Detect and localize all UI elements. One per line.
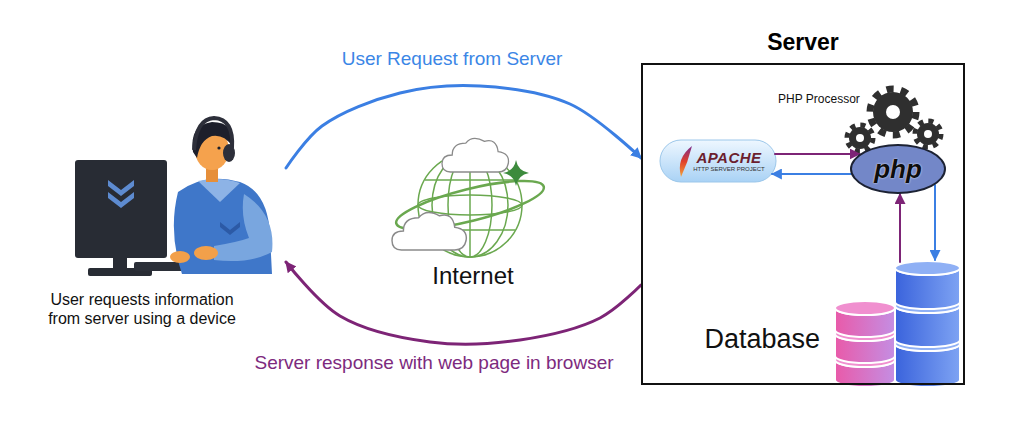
cloud-shape [392, 212, 466, 250]
processor-ellipse: PHP Processorphp [850, 144, 946, 194]
sparkle [503, 160, 529, 186]
database-cylinder [895, 261, 960, 387]
cylinder-top [895, 261, 960, 275]
monitor-logo [108, 180, 134, 208]
cylinder-top [835, 301, 895, 315]
node-label: Database [704, 324, 820, 355]
edge-label: Server response with web page in browser [251, 352, 616, 374]
gear-body [849, 127, 871, 149]
caption-text: User requests information from server us… [34, 290, 250, 328]
cloud [442, 138, 509, 172]
apache-feather [680, 146, 692, 177]
server-box: APACHEHTTP SERVER PROJECTPHP Processorph… [641, 63, 965, 385]
user-figure: User requests information from server us… [30, 118, 286, 332]
eye [217, 146, 220, 149]
web-server-box: APACHEHTTP SERVER PROJECT [660, 140, 776, 182]
edge-label: User Request from Server [339, 48, 566, 70]
gear-hole [856, 134, 864, 142]
cloud [392, 212, 466, 250]
gear-body [873, 92, 913, 132]
flow-arrow [775, 153, 860, 155]
heading-text: PHP Processor [778, 92, 860, 106]
flow-arrow [286, 262, 641, 344]
flow-arrow [934, 185, 936, 260]
monitor-screen [75, 160, 167, 258]
user-illustration [75, 118, 272, 276]
gear-teeth [915, 121, 941, 147]
box-title: Server [643, 29, 963, 56]
database-box: Database [832, 258, 962, 384]
gear [915, 121, 941, 147]
logo-subtitle: HTTP SERVER PROJECT [693, 166, 764, 173]
collar [198, 179, 240, 202]
gear [847, 125, 873, 151]
globe-parallel [425, 179, 515, 181]
gear-hole [886, 105, 900, 119]
apache-pill [660, 140, 776, 182]
flow-arrow [899, 194, 901, 262]
gear-teeth [847, 125, 873, 151]
hand [194, 246, 218, 260]
headphone-cup [223, 144, 235, 162]
flow-arrow [772, 173, 851, 175]
flow-arrow [286, 86, 641, 168]
gear-teeth [870, 89, 916, 135]
cloud-shape [442, 138, 509, 172]
gear [870, 89, 916, 135]
monitor-stand [113, 258, 127, 269]
logo-text: APACHE [696, 150, 761, 166]
sweater-logo [220, 222, 240, 235]
hand [170, 251, 190, 263]
database-cylinder [835, 301, 895, 387]
network-label: Internet [432, 262, 513, 290]
gear-hole [924, 130, 932, 138]
logo-text: php [874, 154, 922, 185]
gear-body [917, 123, 939, 145]
sleeve [214, 194, 272, 261]
